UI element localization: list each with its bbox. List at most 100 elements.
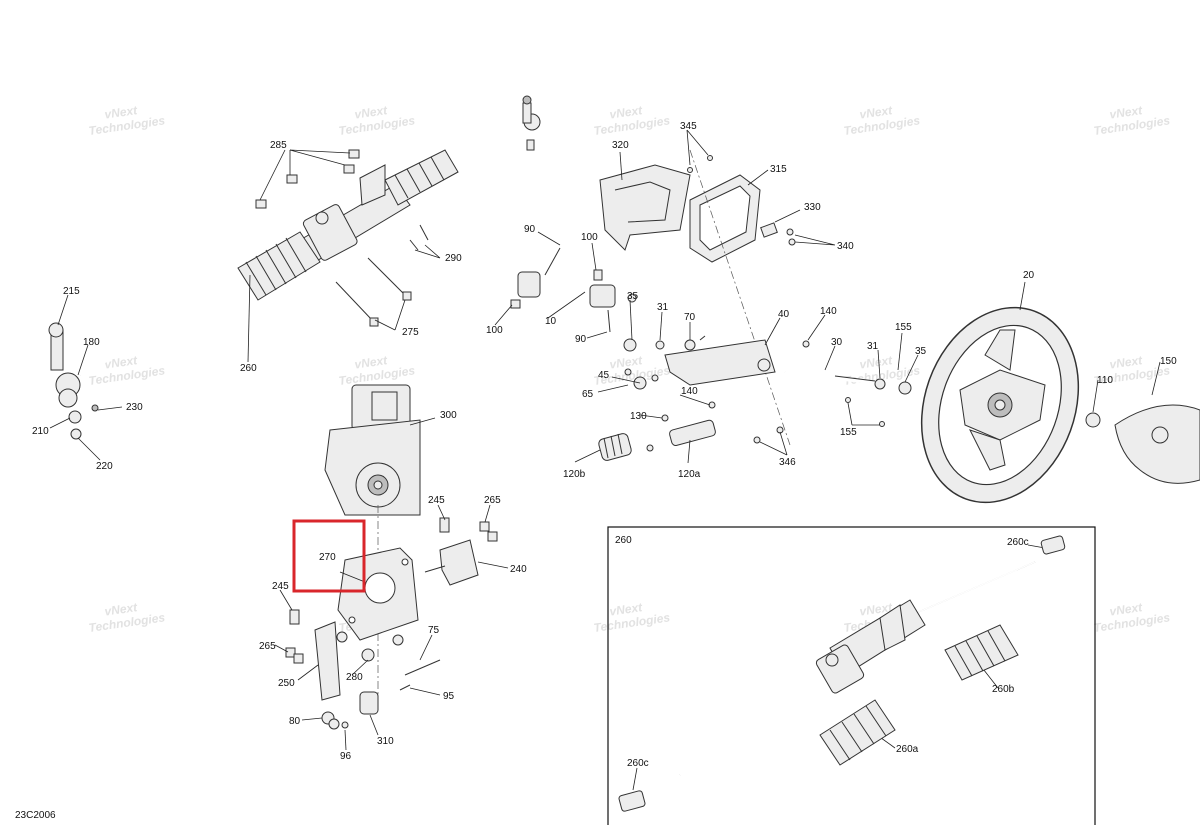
svg-text:vNext: vNext bbox=[1109, 103, 1144, 122]
inset-boot-260b bbox=[944, 624, 1019, 681]
callout-215: 215 bbox=[63, 286, 80, 297]
callout-35-right: 35 bbox=[915, 346, 927, 357]
callout-75: 75 bbox=[428, 625, 440, 636]
column-cover-320 bbox=[599, 164, 691, 251]
svg-text:vNext: vNext bbox=[104, 103, 139, 122]
callout-96: 96 bbox=[340, 751, 352, 762]
drawing-code: 23C2006 bbox=[15, 810, 56, 821]
callout-120b: 120b bbox=[563, 469, 586, 480]
callout-240: 240 bbox=[510, 564, 527, 575]
callout-340: 340 bbox=[837, 241, 854, 252]
svg-text:vNext: vNext bbox=[104, 600, 139, 619]
svg-text:vNext: vNext bbox=[859, 600, 894, 619]
highlight-box bbox=[292, 519, 366, 593]
intermediate-shaft bbox=[510, 247, 616, 333]
callout-330: 330 bbox=[804, 202, 821, 213]
callout-230: 230 bbox=[126, 402, 143, 413]
callout-100-upper: 100 bbox=[581, 232, 598, 243]
callout-260: 260 bbox=[240, 363, 257, 374]
inset-callout-260c-bottom: 260c bbox=[627, 758, 649, 769]
callout-315: 315 bbox=[770, 164, 787, 175]
callout-70: 70 bbox=[684, 312, 696, 323]
inset-title: 260 bbox=[615, 535, 632, 546]
callout-10: 10 bbox=[545, 316, 557, 327]
callout-285: 285 bbox=[270, 140, 287, 151]
callout-35-left: 35 bbox=[627, 291, 639, 302]
inset-callout-260a: 260a bbox=[896, 744, 919, 755]
callout-155-lower: 155 bbox=[840, 427, 857, 438]
eps-motor bbox=[324, 384, 421, 516]
svg-text:vNext: vNext bbox=[859, 103, 894, 122]
callout-155-upper: 155 bbox=[895, 322, 912, 333]
watermark: vNext Technologies bbox=[88, 600, 166, 635]
lower-parts bbox=[321, 631, 441, 730]
callout-265-lower: 265 bbox=[259, 641, 276, 652]
callout-140-upper: 140 bbox=[820, 306, 837, 317]
callout-345: 345 bbox=[680, 121, 697, 132]
callout-65: 65 bbox=[582, 389, 594, 400]
watermark: vNext Technologies bbox=[338, 103, 416, 138]
callout-110: 110 bbox=[1097, 375, 1113, 386]
callout-275: 275 bbox=[402, 327, 419, 338]
svg-text:vNext: vNext bbox=[609, 103, 644, 122]
svg-text:vNext: vNext bbox=[354, 353, 389, 372]
steering-wheel bbox=[920, 306, 1101, 504]
bracket-270 bbox=[337, 547, 419, 641]
watermark: vNext Technologies bbox=[593, 600, 671, 635]
inset-callout-260b: 260b bbox=[992, 684, 1015, 695]
callout-280: 280 bbox=[346, 672, 363, 683]
callout-20: 20 bbox=[1023, 270, 1035, 281]
steering-rack bbox=[48, 95, 541, 440]
svg-text:vNext: vNext bbox=[1109, 600, 1144, 619]
svg-text:vNext: vNext bbox=[859, 353, 894, 372]
leader-lines bbox=[49, 129, 1161, 791]
bracket-240 bbox=[424, 517, 498, 586]
callout-31-left: 31 bbox=[657, 302, 669, 313]
left-boot bbox=[237, 231, 321, 301]
callout-320: 320 bbox=[612, 140, 629, 151]
watermark: vNext Technologies bbox=[593, 103, 671, 138]
watermark: vNext Technologies bbox=[1093, 600, 1171, 635]
callout-150: 150 bbox=[1160, 356, 1177, 367]
inset-boot-260a bbox=[819, 699, 896, 766]
callout-labels: 285 290 275 260 215 180 230 210 220 300 … bbox=[32, 121, 1177, 762]
shaft-30 bbox=[784, 340, 912, 427]
callout-140-lower: 140 bbox=[681, 386, 698, 397]
callout-31-right: 31 bbox=[867, 341, 879, 352]
callout-245-lower: 245 bbox=[272, 581, 289, 592]
callout-45: 45 bbox=[598, 370, 610, 381]
watermark: vNext Technologies bbox=[593, 353, 671, 388]
callout-290: 290 bbox=[445, 253, 462, 264]
callout-130: 130 bbox=[630, 411, 647, 422]
inset-callout-260c-top: 260c bbox=[1007, 537, 1029, 548]
callout-40: 40 bbox=[778, 309, 790, 320]
callout-265-upper: 265 bbox=[484, 495, 501, 506]
callout-346: 346 bbox=[779, 457, 796, 468]
bracket-250 bbox=[285, 609, 341, 701]
watermark: vNext Technologies bbox=[88, 353, 166, 388]
switches bbox=[598, 374, 784, 461]
watermark: vNext Technologies bbox=[1093, 103, 1171, 138]
watermark: vNext Technologies bbox=[338, 353, 416, 388]
watermark: vNext Technologies bbox=[843, 103, 921, 138]
horn-cap-150 bbox=[1114, 404, 1200, 484]
column-cover-315 bbox=[687, 155, 796, 263]
callout-210: 210 bbox=[32, 426, 49, 437]
callout-220: 220 bbox=[96, 461, 113, 472]
svg-text:vNext: vNext bbox=[354, 103, 389, 122]
callout-30: 30 bbox=[831, 337, 843, 348]
callout-250: 250 bbox=[278, 678, 295, 689]
watermark: vNext Technologies bbox=[88, 103, 166, 138]
callout-300: 300 bbox=[440, 410, 457, 421]
svg-text:vNext: vNext bbox=[609, 600, 644, 619]
callout-120a: 120a bbox=[678, 469, 701, 480]
callout-90-lower: 90 bbox=[575, 334, 587, 345]
callout-310: 310 bbox=[377, 736, 394, 747]
callout-80: 80 bbox=[289, 716, 301, 727]
inset-panel-260: 260 260c 260b 260a bbox=[607, 526, 1096, 825]
callout-100-lower: 100 bbox=[486, 325, 503, 336]
svg-text:vNext: vNext bbox=[1109, 353, 1144, 372]
callout-90-upper: 90 bbox=[524, 224, 536, 235]
svg-text:vNext: vNext bbox=[609, 353, 644, 372]
